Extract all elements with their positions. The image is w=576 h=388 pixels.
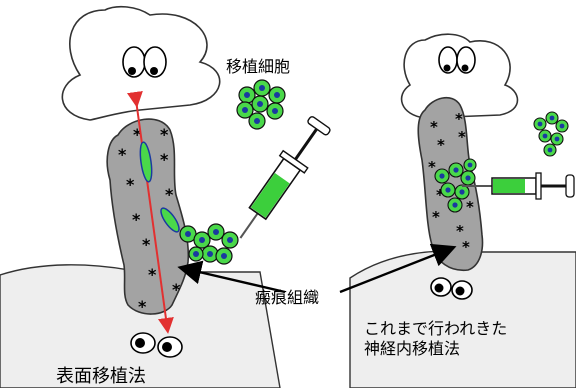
svg-text:*: * <box>455 110 463 128</box>
svg-text:*: * <box>462 238 470 256</box>
label-transplant-cells: 移植細胞 <box>226 57 290 76</box>
left-panel: ** ** ** ** ** * <box>0 7 334 388</box>
svg-text:*: * <box>126 175 135 194</box>
svg-text:*: * <box>430 118 438 136</box>
svg-text:*: * <box>142 235 151 254</box>
svg-text:*: * <box>160 125 169 144</box>
svg-text:*: * <box>428 158 436 176</box>
svg-text:*: * <box>148 265 157 284</box>
svg-text:*: * <box>160 150 169 169</box>
syringe-icon <box>462 173 574 199</box>
svg-text:*: * <box>172 280 181 299</box>
svg-text:*: * <box>165 185 174 204</box>
svg-text:*: * <box>437 136 445 154</box>
cell-cluster-icon <box>237 80 285 129</box>
svg-text:*: * <box>466 198 474 216</box>
svg-text:*: * <box>132 210 141 229</box>
svg-text:*: * <box>432 208 440 226</box>
label-conventional-line2: 神経内移植法 <box>364 339 460 358</box>
label-surface-method: 表面移植法 <box>56 366 146 387</box>
syringe-icon <box>228 114 333 247</box>
cell-cluster-icon <box>534 112 568 156</box>
svg-text:*: * <box>458 128 466 146</box>
label-conventional-line1: これまで行われきた <box>364 319 507 338</box>
label-scar-tissue: 瘢痕組織 <box>255 288 319 307</box>
svg-text:*: * <box>118 145 127 164</box>
svg-text:*: * <box>138 297 147 316</box>
